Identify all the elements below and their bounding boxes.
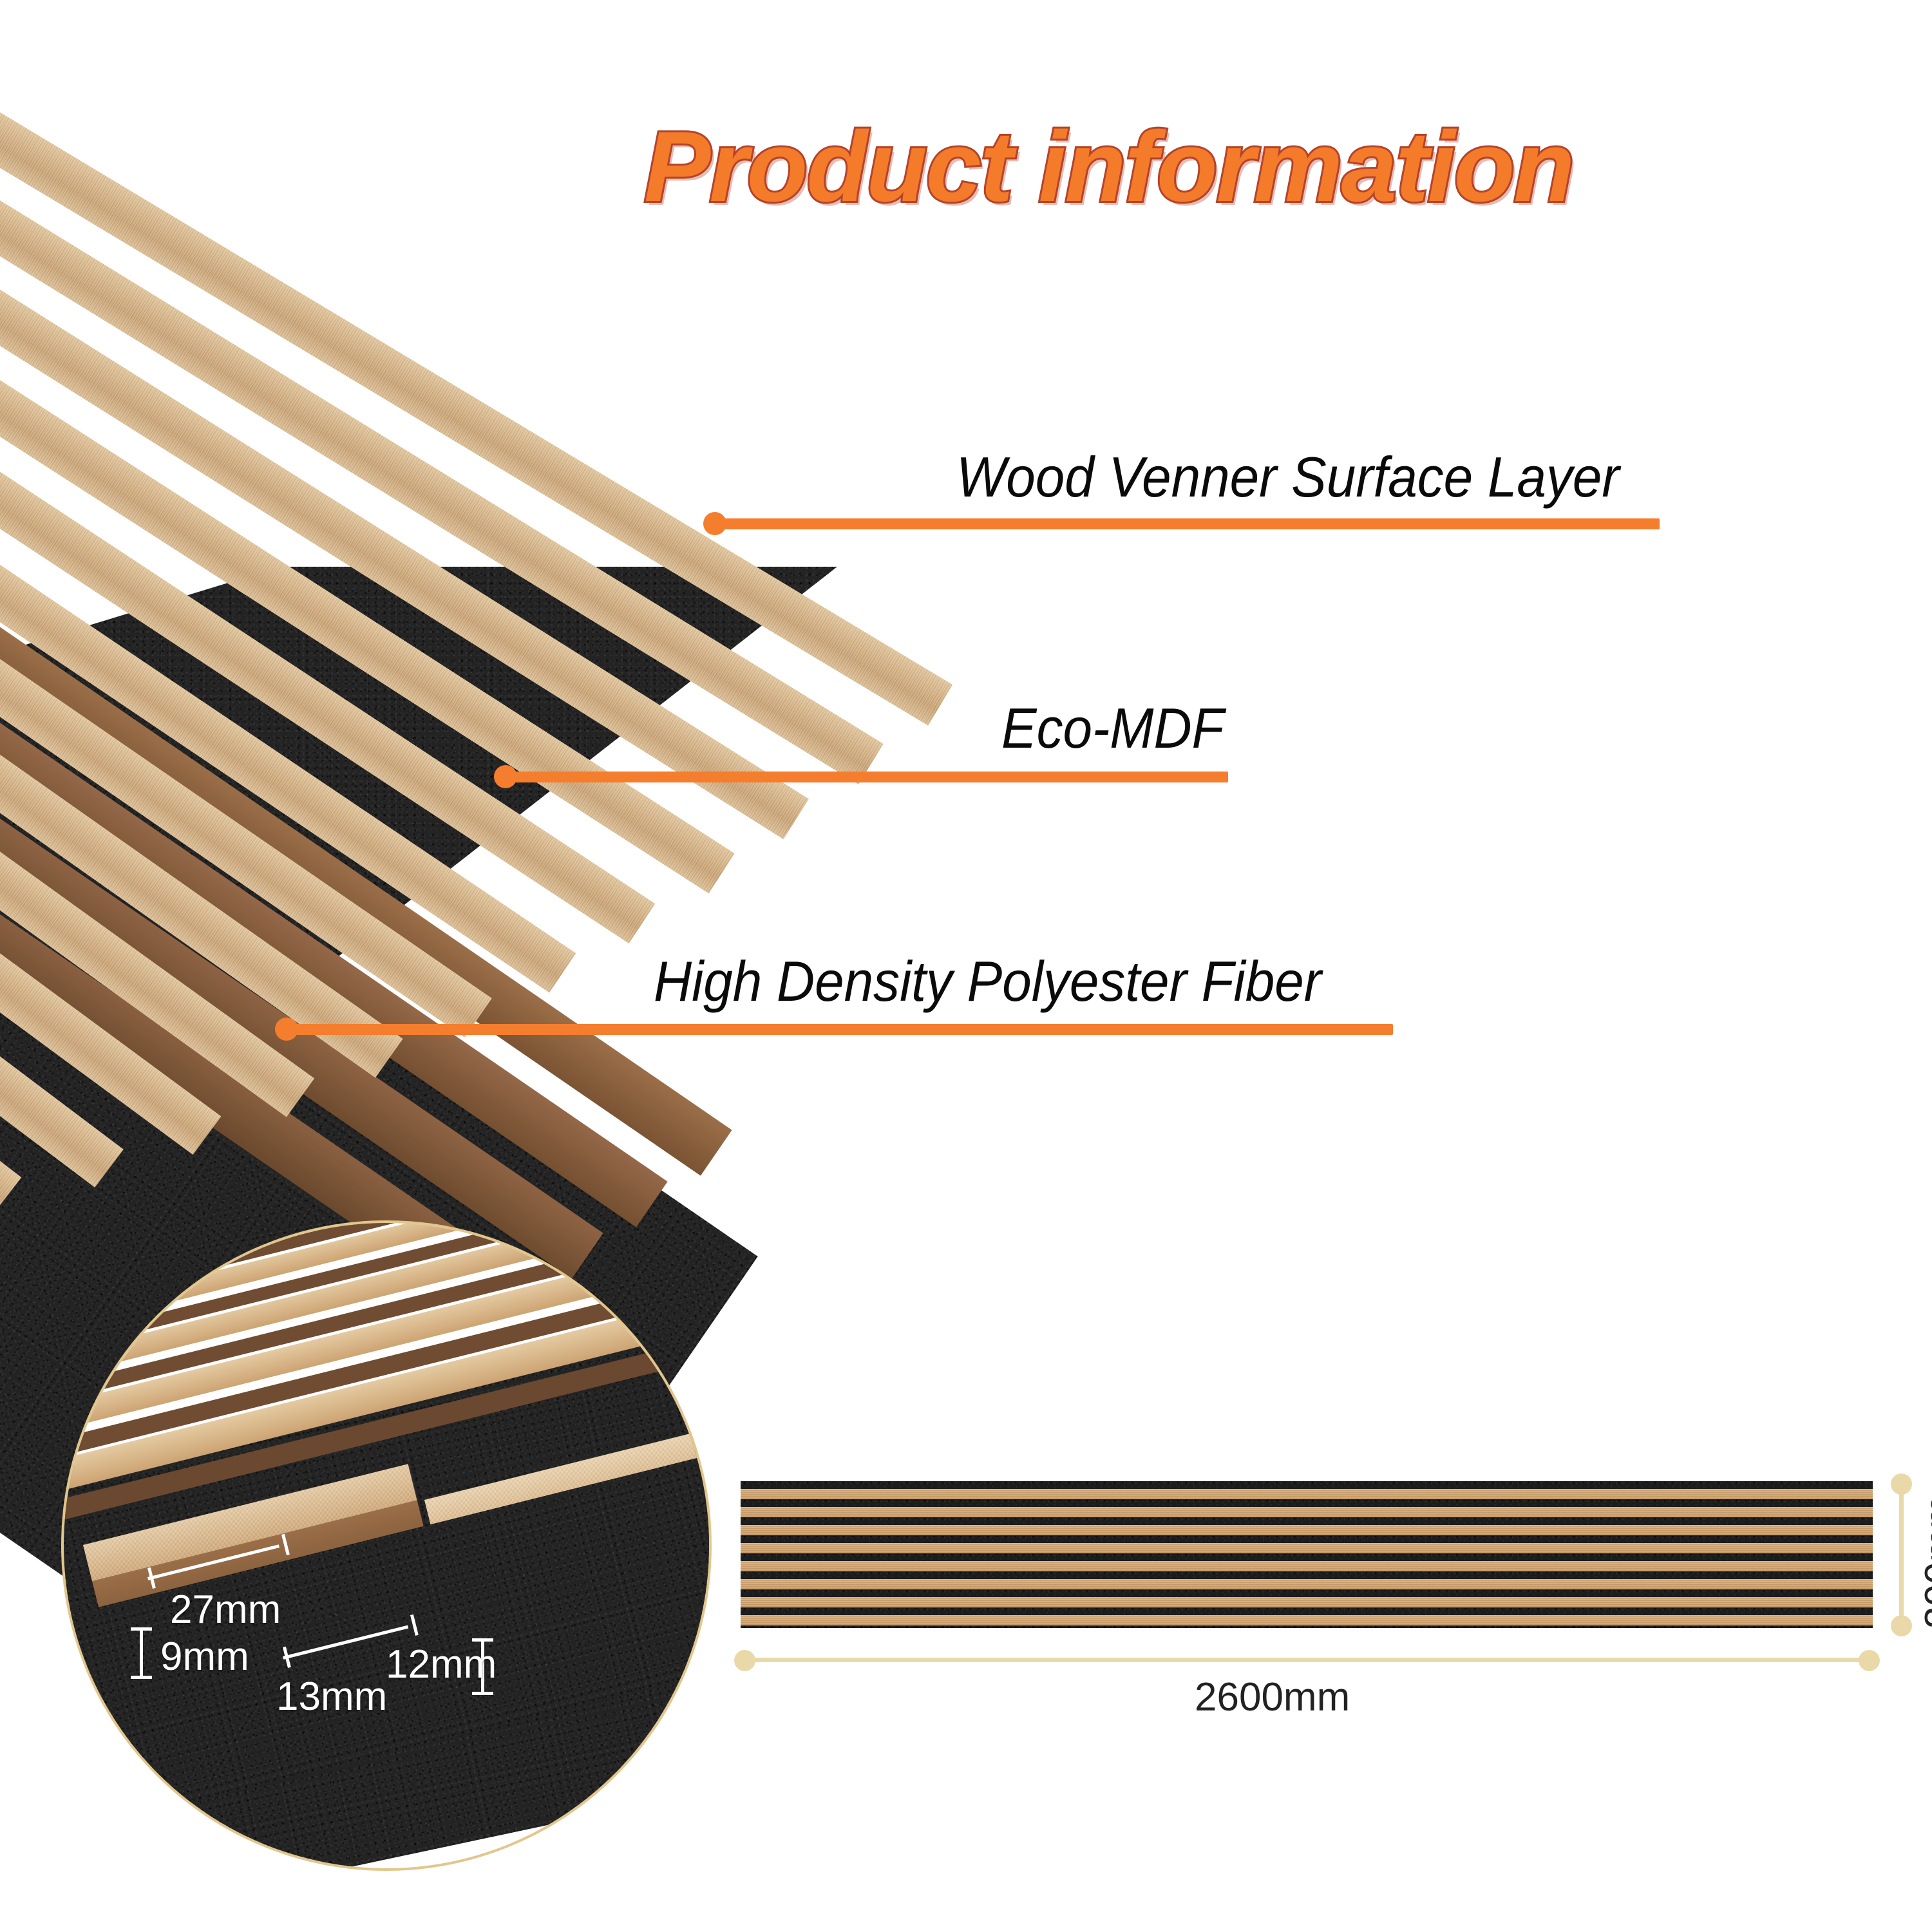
- panel-width-dim-line: [744, 1658, 1870, 1662]
- callout-label-wood-veneer: Wood Venner Surface Layer: [956, 445, 1620, 509]
- callout-leader-line-3: [287, 1024, 1393, 1035]
- panel-width-dim-cap-right: [1859, 1650, 1880, 1671]
- panel-height-dim-line: [1899, 1481, 1904, 1628]
- callout-label-polyester-fiber: High Density Polyester Fiber: [654, 949, 1322, 1013]
- panel-width-label: 2600mm: [1195, 1675, 1350, 1719]
- dim-label-13mm: 13mm: [276, 1674, 388, 1719]
- callout-dot-3: [275, 1018, 298, 1041]
- panel-front-view: [741, 1481, 1873, 1628]
- dim-line-12mm: [481, 1638, 484, 1695]
- callout-dot-1: [703, 512, 726, 535]
- dim-cap-9mm-bottom: [131, 1676, 152, 1679]
- dim-cap-9mm-top: [131, 1627, 152, 1631]
- panel-height-label: 300mm: [1917, 1495, 1932, 1629]
- dim-label-27mm: 27mm: [170, 1587, 281, 1632]
- dim-label-9mm: 9mm: [160, 1634, 249, 1679]
- callout-label-eco-mdf: Eco-MDF: [1001, 696, 1224, 760]
- dim-cap-12mm-top: [472, 1638, 493, 1642]
- page-title: Product information: [642, 109, 1577, 224]
- dim-cap-12mm-bottom: [472, 1692, 493, 1695]
- callout-leader-line-1: [715, 518, 1660, 529]
- dim-line-9mm: [140, 1627, 143, 1679]
- callout-leader-line-2: [506, 772, 1228, 782]
- detail-zoom-circle: 27mm 9mm 13mm 12mm: [61, 1220, 712, 1871]
- panel-height-dim-cap-top: [1891, 1473, 1912, 1495]
- panel-height-dim-cap-bottom: [1891, 1615, 1912, 1636]
- dim-label-12mm: 12mm: [386, 1642, 497, 1687]
- callout-dot-2: [494, 765, 517, 788]
- panel-width-dim-cap-left: [734, 1650, 755, 1671]
